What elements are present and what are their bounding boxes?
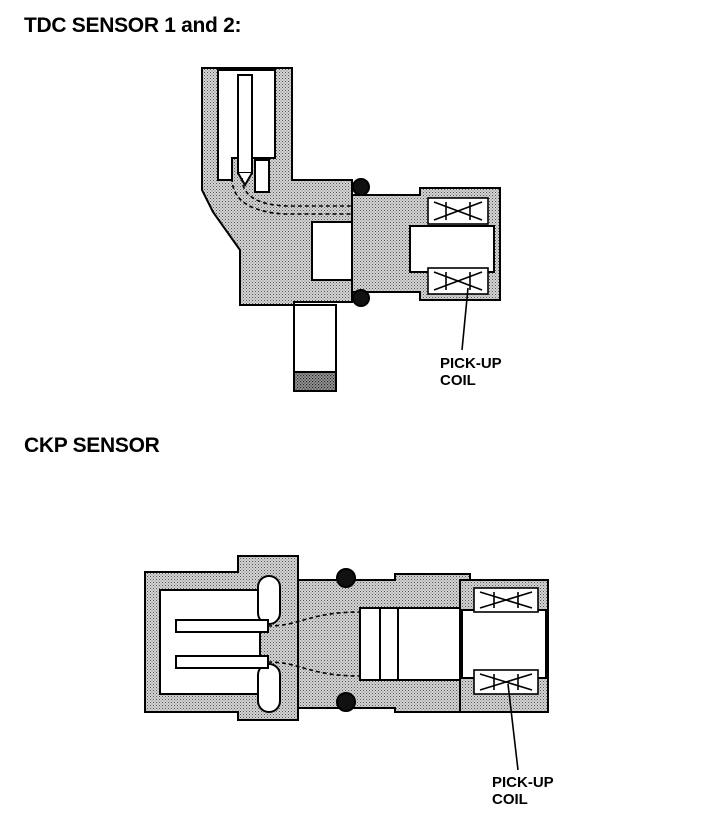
ckp-sensor-drawing: [144, 555, 549, 771]
tdc-pickup-leader: [461, 287, 469, 351]
ckp-wire-path: [267, 611, 361, 627]
ckp-coil-lower: [473, 669, 539, 695]
ckp-terminal-lower: [175, 655, 269, 669]
ckp-pickup-coil-label: PICK-UP COIL: [492, 774, 554, 808]
tdc-wire-path: [231, 177, 430, 215]
tdc-pickup-line2: COIL: [440, 372, 476, 389]
ckp-lower-slot: [257, 663, 281, 713]
tdc-pin-socket: [254, 159, 270, 193]
tdc-coil-upper: [427, 197, 489, 225]
ckp-pickup-line2: COIL: [492, 791, 528, 808]
ckp-terminal-upper: [175, 619, 269, 633]
tdc-pickup-line1: PICK-UP: [440, 355, 502, 372]
tdc-o-ring-bottom: [352, 289, 370, 307]
ckp-coil-upper: [473, 587, 539, 613]
tdc-sensor-heading: TDC SENSOR 1 and 2:: [24, 14, 242, 37]
ckp-pickup-line1: PICK-UP: [492, 774, 554, 791]
tdc-terminal-pin: [237, 74, 253, 174]
ckp-sensor-heading: CKP SENSOR: [24, 434, 160, 457]
ckp-o-ring-top: [336, 568, 356, 588]
tdc-o-ring-top: [352, 178, 370, 196]
ckp-o-ring-bottom: [336, 692, 356, 712]
ckp-shaft-cavity: [359, 607, 461, 681]
tdc-coil-lower: [427, 267, 489, 295]
ckp-pickup-leader: [507, 683, 519, 771]
ckp-upper-slot: [257, 575, 281, 625]
tdc-pickup-coil-label: PICK-UP COIL: [440, 355, 502, 389]
tdc-sensor-drawing: [201, 67, 501, 392]
